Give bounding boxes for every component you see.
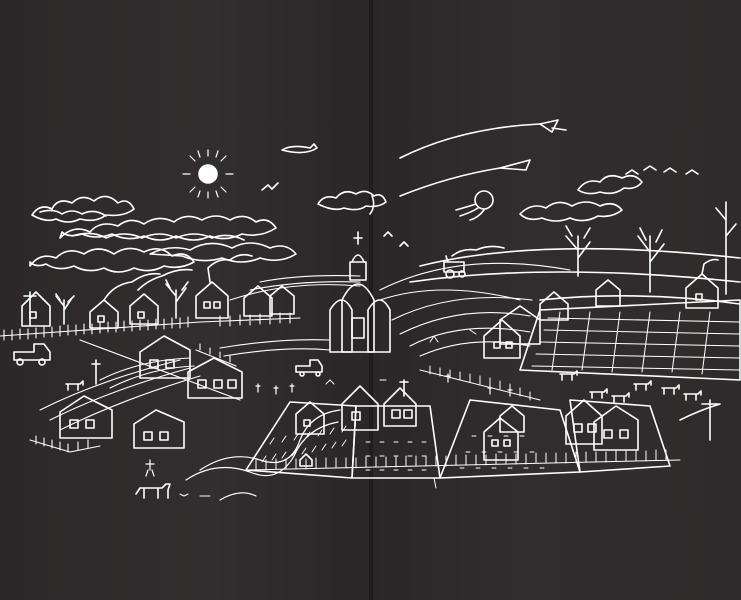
hills-left <box>229 275 361 301</box>
plot-right <box>439 399 581 479</box>
cow-icon <box>559 370 702 403</box>
rocket-icon <box>399 159 531 197</box>
cloud-left <box>31 195 135 223</box>
truck-icon <box>13 343 51 366</box>
bird-icon <box>625 165 699 175</box>
comet-icon <box>455 190 494 221</box>
house <box>129 293 159 325</box>
house <box>133 409 185 449</box>
fence <box>29 339 241 453</box>
ground-scribbles <box>179 329 477 497</box>
house <box>187 357 243 399</box>
house <box>243 285 273 317</box>
utility-pole <box>23 291 721 441</box>
airplane-icon <box>281 143 318 154</box>
person-icon <box>145 373 513 477</box>
right-page <box>371 0 741 600</box>
house <box>685 258 719 309</box>
fence <box>419 365 541 401</box>
left-page <box>0 0 371 600</box>
church <box>329 231 391 353</box>
fence <box>0 312 301 341</box>
house <box>539 291 569 321</box>
plot-center <box>341 385 441 479</box>
sun-icon <box>182 149 234 199</box>
field-right <box>409 247 741 381</box>
cloud-band-left <box>29 215 297 273</box>
house <box>21 291 51 327</box>
book-gutter <box>369 0 373 600</box>
road <box>39 339 331 431</box>
rocket-icon <box>399 119 567 159</box>
tree <box>55 293 75 325</box>
tractor-icon <box>443 245 505 279</box>
river <box>185 409 341 501</box>
tree <box>715 201 737 295</box>
house <box>499 305 541 345</box>
plot-far-right <box>565 399 671 473</box>
house <box>595 279 621 307</box>
house <box>89 299 119 329</box>
bird-icon <box>261 182 279 191</box>
house <box>59 395 113 439</box>
fence <box>245 449 681 489</box>
house <box>483 319 521 359</box>
cloud-right <box>519 174 643 222</box>
tree <box>565 225 591 277</box>
bird-icon <box>383 231 409 247</box>
cow-icon <box>65 380 84 391</box>
truck-icon <box>295 359 323 377</box>
smoke <box>103 268 193 301</box>
field-center <box>379 262 571 357</box>
house <box>269 285 295 315</box>
plot-left <box>245 401 357 479</box>
cow-icon <box>135 483 171 499</box>
cloud-center <box>317 190 387 215</box>
house <box>195 253 253 319</box>
tree <box>165 279 189 319</box>
tree <box>637 227 665 293</box>
